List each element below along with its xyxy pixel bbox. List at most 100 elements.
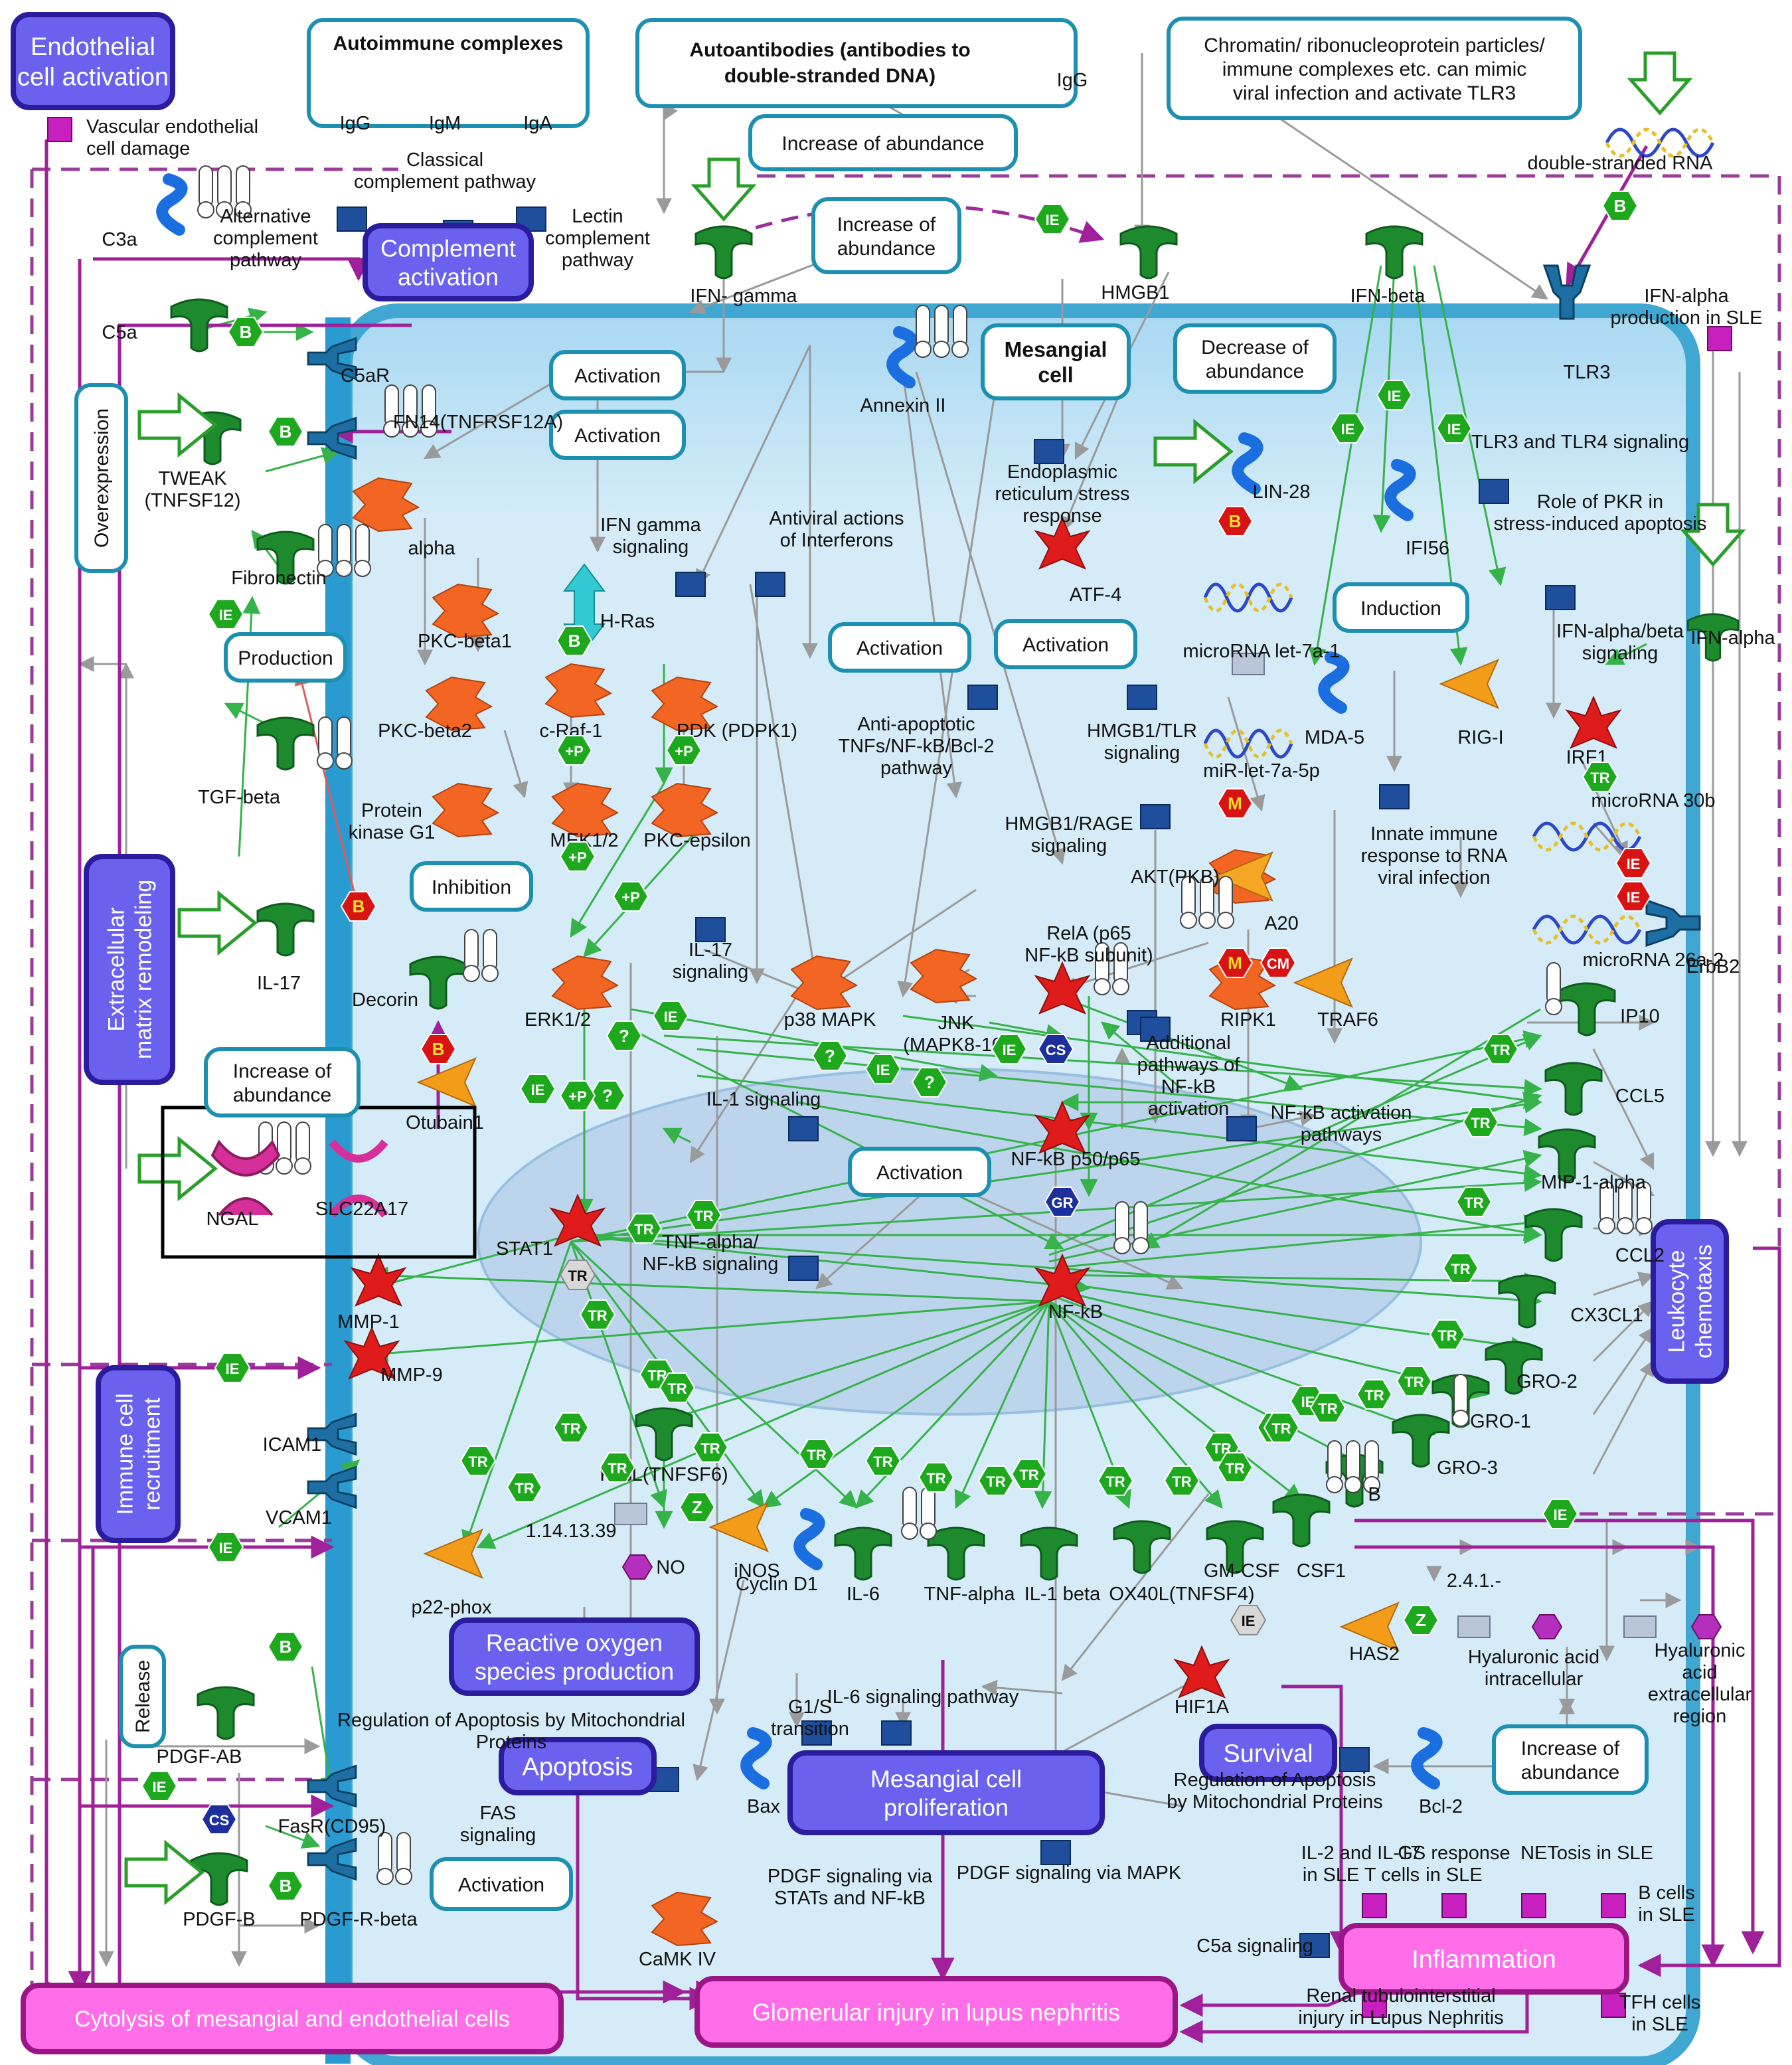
- expression-thermometer-11-bar-0: [1453, 1374, 1468, 1416]
- label-erbb2-line: ErbB2: [1686, 956, 1740, 977]
- note-box-n_prod: [224, 632, 347, 683]
- process-label-ecm-line: Extracellular: [104, 907, 129, 1031]
- note-label-n_release: Release: [132, 1660, 154, 1733]
- label-ifngsig-line: signaling: [613, 537, 689, 558]
- label-pdk-line: PDK (PDPK1): [677, 720, 797, 742]
- erbb2-glyph: [1645, 898, 1701, 948]
- label-gmcsf: GM-CSF: [1204, 1560, 1279, 1582]
- hex-59: TR: [692, 1432, 729, 1463]
- hex-label-41: TR: [634, 1221, 653, 1238]
- note-box-n_induct: [1333, 582, 1469, 633]
- pathway-box-7: [1034, 439, 1064, 464]
- magenta-path-7: [576, 1786, 713, 2011]
- hex-25: IE: [864, 1054, 902, 1084]
- mmp9-glyph: [343, 1326, 400, 1380]
- label-c3a: C3a: [102, 229, 137, 250]
- process-inflammation: Inflammation: [1339, 1923, 1629, 1995]
- sle-pathway-square-2: [1521, 1893, 1546, 1918]
- pathway-box-1: [337, 206, 367, 232]
- sle-pathway-square-1: [1441, 1893, 1467, 1918]
- hex-32: GR: [1044, 1187, 1081, 1217]
- expression-thermometer-10-bar-1: [1133, 1201, 1148, 1244]
- hex-2: B: [267, 416, 304, 447]
- note-label-n_act5: Activation: [876, 1162, 963, 1184]
- bax-glyph: [740, 1727, 772, 1789]
- label-mir30b-line: microRNA 30b: [1591, 790, 1716, 811]
- nfkb-p50p65-glyph-shape: [1034, 1100, 1091, 1154]
- note-label-n_decr-line: Decrease of: [1201, 337, 1309, 359]
- expression-thermometer-9-bulb-2: [1635, 1217, 1653, 1234]
- hex-0: B: [1601, 191, 1639, 221]
- dashed-border-2: [757, 174, 1781, 1516]
- label-ccl2-line: CCL2: [1615, 1245, 1665, 1266]
- label-innate-line: response to RNA: [1361, 845, 1508, 867]
- expression-thermometer-12-bulb-0: [1326, 1476, 1343, 1493]
- hex-shape-6: [1435, 413, 1473, 444]
- hex-label-73: IE: [1242, 1613, 1256, 1629]
- label-hyal_ex-line: Hyaluronic: [1655, 1640, 1746, 1661]
- label-rela-line: RelA (p65: [1046, 923, 1131, 944]
- process-label-complement-line: Complement: [380, 234, 516, 262]
- enzyme-241-glyph: [1457, 1615, 1491, 1638]
- label-pdgfb-line: PDGF-B: [183, 1909, 256, 1930]
- hex-shape-2: [267, 416, 304, 447]
- c5a-glyph: [170, 298, 228, 353]
- gray-arrow-27: [689, 995, 798, 1164]
- pkc-epsilon-glyph: [651, 782, 719, 838]
- label-camk-line: CaMK IV: [639, 1949, 716, 1970]
- hex-label-16: TR: [1590, 770, 1609, 786]
- hex-6: IE: [1435, 413, 1473, 444]
- process-box-ecm: [84, 854, 175, 1085]
- label-igg1-line: IgG: [340, 113, 371, 134]
- hex-16: TR: [1582, 762, 1619, 792]
- hex-shape-25: [864, 1054, 902, 1084]
- expression-thermometer-14-bulb-1: [395, 1868, 412, 1885]
- hex-24: ?: [811, 1040, 849, 1071]
- hex-label-42: TR: [588, 1307, 607, 1324]
- gray-arrow-50: [1592, 1359, 1655, 1475]
- expression-thermometer-0-bulb-2: [234, 201, 252, 218]
- ccl2-glyph: [1524, 1208, 1583, 1262]
- mmp1-glyph-shape: [350, 1253, 407, 1307]
- cyclin-glyph: [793, 1508, 825, 1570]
- hex-shape-10: [556, 735, 593, 766]
- note-label-n_incr1-line: Increase of abundance: [781, 133, 984, 155]
- label-ccl5: CCL5: [1615, 1086, 1665, 1107]
- label-pkce: PKC-epsilon: [643, 830, 750, 851]
- label-alt-line: pathway: [230, 250, 302, 271]
- label-bcells-line: B cells: [1638, 1882, 1694, 1904]
- green-arrow-10: [630, 1008, 998, 1082]
- hex-label-53: TR: [1105, 1473, 1125, 1490]
- ccl5-glyph-shape: [1544, 1062, 1603, 1116]
- dsrna-induce-arrow: [1627, 51, 1693, 116]
- process-label-cytolysis-line: Cytolysis of mesangial and endothelial c…: [74, 2007, 510, 2032]
- hex-shape-51: [918, 1462, 955, 1493]
- hif1a-glyph-shape: [1173, 1645, 1230, 1698]
- pathway-box-12: [695, 917, 726, 942]
- note-label-autoantibodies-line: double-stranded DNA): [724, 65, 936, 87]
- process-label-leukocyte-line: Leukocyte: [1665, 1250, 1690, 1353]
- note-chromatin: Chromatin/ ribonucleoprotein particles/i…: [1167, 17, 1582, 120]
- note-label-n_decr-line: abundance: [1206, 361, 1304, 382]
- hex-label-64: IE: [1554, 1507, 1568, 1523]
- hex-shape-37: [1429, 1319, 1466, 1350]
- hex-30: +P: [559, 1080, 596, 1111]
- label-gro1: GRO-1: [1470, 1411, 1531, 1432]
- label-lectin-line: Lectin: [572, 206, 623, 227]
- hex-label-27: IE: [1003, 1042, 1017, 1058]
- ifn-gamma-glyph: [694, 225, 753, 280]
- label-c5asig-line: C5a signaling: [1196, 1936, 1313, 1957]
- green-arrow-34: [954, 1301, 1050, 1509]
- hex-38: TR: [1396, 1366, 1433, 1396]
- tgf-beta-glyph-shape: [256, 716, 315, 771]
- no-glyph: [621, 1554, 653, 1580]
- label-mmp9: MMP-9: [380, 1364, 442, 1386]
